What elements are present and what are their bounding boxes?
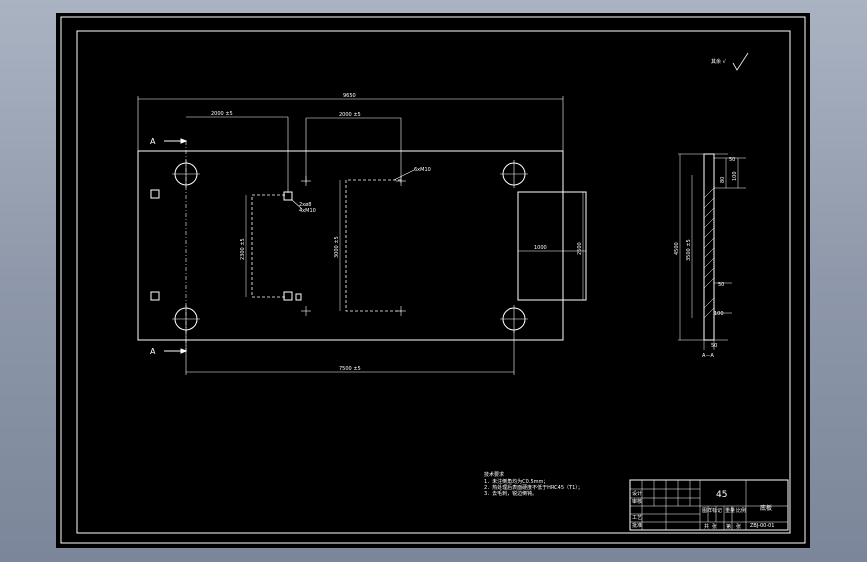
right-window [517, 191, 587, 301]
title-label-mark: 图样标记 [702, 507, 722, 514]
dim-slot-height: 2300 ±5 [240, 238, 246, 260]
hatch [703, 197, 715, 209]
title-sheet-unit-2: 张 [736, 523, 741, 530]
dim-hole-spacing: 2000 ±5 [339, 112, 361, 118]
hatch [703, 307, 715, 319]
title-sheet-unit: 张 [712, 523, 717, 530]
leader-pocket [291, 199, 303, 210]
tech-req-line-3: 3．去毛刺，锐边倒钝。 [484, 490, 537, 497]
note-thread: 6xM10 [414, 167, 431, 173]
side-dim-top-a: 50 [729, 157, 735, 163]
hatch [703, 297, 715, 309]
dim-bottom-spacing: 7500 ±5 [339, 366, 361, 372]
hatch [703, 267, 715, 279]
square-hole-slot-bottom [283, 291, 293, 301]
side-plate-body [703, 153, 715, 341]
title-label-process: 工艺 [632, 515, 642, 521]
hatch [703, 257, 715, 269]
side-dim-top-c: 100 [732, 171, 738, 181]
hatch [703, 187, 715, 199]
tech-req-title: 技术要求 [484, 471, 504, 478]
title-sheet-no: 第 [726, 523, 731, 530]
note-pocket-1: 2xø8 [299, 202, 311, 208]
title-part-name: 底板 [760, 504, 772, 512]
hatch [703, 277, 715, 289]
hatch [703, 217, 715, 229]
section-view-label: A－A [702, 353, 714, 359]
side-dim-mid: 50 [718, 282, 724, 288]
hidden-center-window [345, 179, 401, 312]
square-hole-slot-bottom-2 [295, 293, 302, 301]
dim-right-window-height: 2500 [577, 242, 583, 255]
dim-overall-width: 9650 [343, 93, 356, 99]
hatch [703, 207, 715, 219]
title-material: 45 [716, 490, 727, 500]
title-drawing-number: ZBJ-00-01 [750, 523, 775, 529]
section-arrowhead-top [180, 138, 188, 144]
cad-drawing-area[interactable]: A A 9650 2000 ±5 2000 ±5 6xM10 2xø8 4xM1… [56, 13, 810, 548]
side-dim-top-b: 80 [720, 177, 726, 183]
title-label-design: 设计 [632, 490, 642, 497]
hatch [703, 227, 715, 239]
hidden-slot [251, 194, 285, 298]
side-dim-inner: 3500 ±5 [686, 239, 692, 261]
engineering-drawing: A A 9650 2000 ±5 2000 ±5 6xM10 2xø8 4xM1… [60, 16, 806, 544]
side-dim-bottom-b: 50 [711, 343, 717, 349]
tech-req-line-2: 2．热处理后表面硬度不低于HRC45（T1）； [484, 484, 583, 491]
outer-border [60, 16, 806, 544]
dim-hole-offset: 2000 ±5 [211, 111, 233, 117]
leader-thread [393, 169, 415, 181]
title-label-approve: 批准 [632, 522, 642, 529]
section-mark-bottom: A [150, 347, 156, 356]
title-block [629, 479, 789, 531]
surface-finish-symbol [732, 52, 749, 71]
hatch [703, 247, 715, 259]
hatch [703, 237, 715, 249]
inner-frame [76, 30, 791, 534]
title-label-review: 审核 [632, 498, 642, 505]
plate-outline [137, 150, 564, 341]
square-hole-left-top [150, 189, 160, 199]
side-dim-bottom-a: 100 [714, 311, 724, 317]
square-hole-slot-top [283, 191, 293, 201]
section-arrowhead-bottom [180, 348, 188, 354]
title-label-scale: 比例 [736, 507, 746, 514]
square-hole-left-bottom [150, 291, 160, 301]
surface-finish-note: 其余 √ [711, 58, 727, 65]
dim-center-window-height: 3000 ±5 [334, 236, 340, 258]
dim-right-window-width: 1000 [534, 245, 547, 251]
section-mark-top: A [150, 137, 156, 146]
title-sheet-total: 共 [704, 523, 709, 530]
side-dim-total: 4500 [674, 242, 680, 255]
tech-req-line-1: 1．未注倒角均为C0.5mm； [484, 478, 548, 485]
title-label-weight: 重量 [725, 507, 735, 514]
note-pocket-2: 4xM10 [299, 208, 316, 214]
